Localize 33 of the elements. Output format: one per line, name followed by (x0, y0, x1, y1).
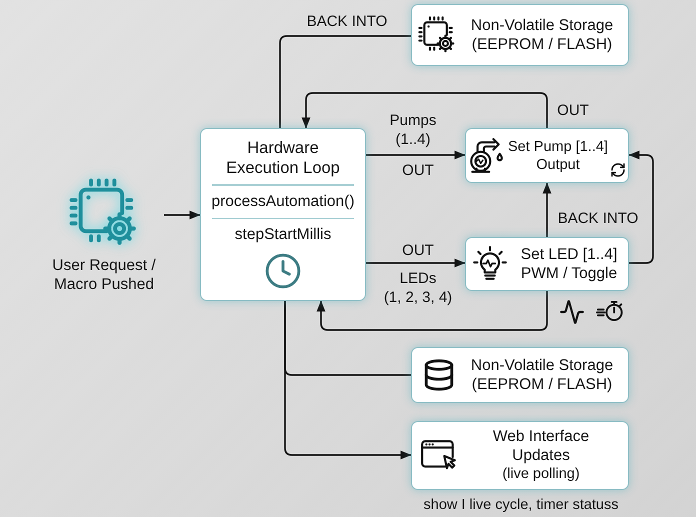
code-text: stepStartMillis (234, 225, 332, 244)
node-label: Web Interface Updates (492, 427, 590, 465)
node-label: Non-Volatile Storage (EEPROM / FLASH) (470, 16, 614, 54)
arrow (316, 291, 548, 331)
process-box (200, 128, 366, 301)
edge-label: BACK INTO (306, 12, 388, 31)
edge-label: OUT (557, 101, 589, 120)
edge-label: BACK INTO (558, 209, 638, 228)
process-box (411, 421, 629, 490)
arrow (284, 301, 412, 460)
code-text: processAutomation() (211, 192, 354, 210)
edge-label: LEDs (1, 2, 3, 4) (384, 269, 452, 307)
arrow (366, 150, 466, 160)
connector-line (279, 35, 411, 128)
node-label: Set Pump [1..4] Output (507, 138, 609, 174)
edge-label: Pumps (1..4) (390, 111, 436, 149)
process-box (411, 347, 629, 403)
node-title: Hardware Execution Loop (225, 138, 341, 178)
arrow (628, 150, 654, 264)
flow-label: OUT (402, 241, 434, 260)
process-box (411, 4, 629, 66)
arrow (302, 92, 548, 129)
process-box (465, 237, 629, 291)
node-label: Non-Volatile Storage (EEPROM / FLASH) (470, 356, 614, 394)
arrow (366, 258, 466, 268)
node-note: (live polling) (502, 465, 580, 484)
node-label: User Request / Macro Pushed (51, 256, 157, 294)
flow-label: OUT (402, 161, 434, 180)
process-box (465, 128, 629, 183)
arrow (542, 182, 552, 237)
arrow (164, 210, 201, 220)
node-label: Set LED [1..4] PWM / Toggle (520, 245, 618, 283)
caption-text: show I live cycle, timer statuss (424, 496, 618, 514)
